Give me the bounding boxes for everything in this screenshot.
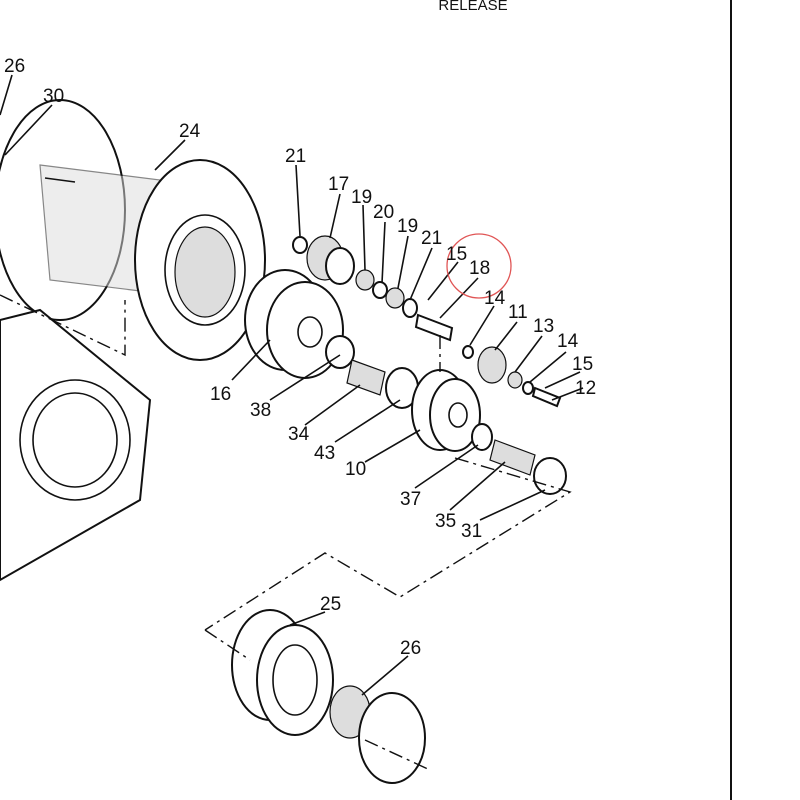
label-13: 13 <box>533 316 554 337</box>
washer-part-14b <box>522 381 534 395</box>
washer-part-21a <box>292 236 308 254</box>
part-labels: 26 30 24 21 17 19 20 19 21 15 18 14 11 1… <box>4 56 596 659</box>
label-25: 25 <box>320 594 341 615</box>
shaft-part-35 <box>489 439 536 476</box>
ring-part-38 <box>325 335 355 369</box>
carrier-part-10 <box>411 369 481 452</box>
label-26: 26 <box>400 638 421 659</box>
label-12: 12 <box>575 378 596 399</box>
bearing-part-34 <box>346 359 386 396</box>
label-15: 15 <box>572 354 593 375</box>
label-10: 10 <box>345 459 366 480</box>
label-37: 37 <box>400 489 421 510</box>
label-43: 43 <box>314 443 335 464</box>
release-caption: RELEASE <box>438 0 507 14</box>
pin-part-18 <box>414 313 454 342</box>
bearing-part-13 <box>507 371 523 389</box>
label-14: 14 <box>484 288 506 309</box>
label-19: 19 <box>351 187 372 208</box>
label-16: 16 <box>210 384 231 405</box>
bearing-part-19a <box>355 269 375 291</box>
gear-part-17 <box>306 235 355 285</box>
pin-part-12 <box>531 386 562 408</box>
label-19: 19 <box>397 216 418 237</box>
housing-part <box>0 294 152 582</box>
label-18: 18 <box>469 258 490 279</box>
washer-part-14a <box>462 345 474 359</box>
ring-part-seal <box>358 692 426 784</box>
label-35: 35 <box>435 511 456 532</box>
leader-lines <box>0 74 584 696</box>
highlight-circle-18 <box>446 233 512 299</box>
label-24: 24 <box>179 121 201 142</box>
gear-part-11 <box>477 346 507 384</box>
label-31: 31 <box>461 521 482 542</box>
label-30: 30 <box>43 86 64 107</box>
drum-part-24 <box>0 99 266 361</box>
label-14: 14 <box>557 331 579 352</box>
bearing-part-19b <box>385 287 405 309</box>
label-38: 38 <box>250 400 271 421</box>
label-34: 34 <box>288 424 310 445</box>
ring-part-37 <box>471 423 493 451</box>
spacer-part-20 <box>372 281 388 299</box>
carrier-part-16 <box>244 269 344 379</box>
washer-part-21b <box>402 298 418 318</box>
brake-part-25 <box>231 609 334 736</box>
label-17: 17 <box>328 174 349 195</box>
label-26: 26 <box>4 56 25 77</box>
label-21: 21 <box>285 146 306 167</box>
label-15: 15 <box>446 244 467 265</box>
label-20: 20 <box>373 202 394 223</box>
ring-part-31 <box>533 457 567 495</box>
label-21: 21 <box>421 228 442 249</box>
label-11: 11 <box>508 302 528 323</box>
